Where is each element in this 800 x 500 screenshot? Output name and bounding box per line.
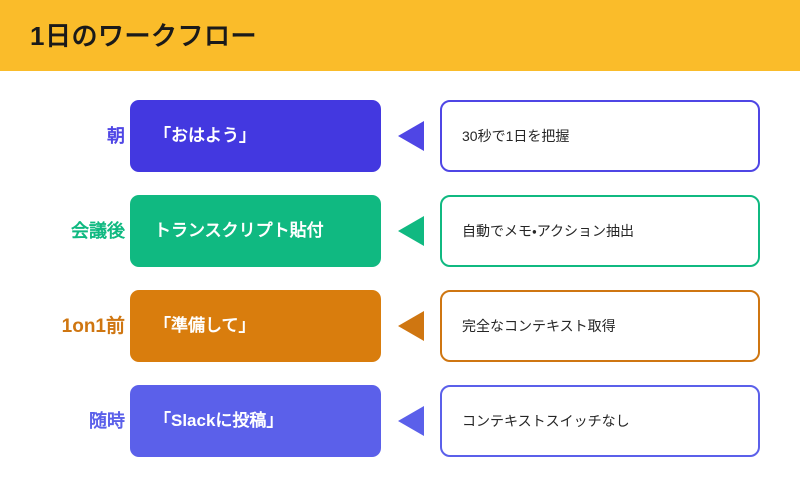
workflow-row: 1on1前 「準備して」 完全なコンテキスト取得 xyxy=(0,290,800,362)
result-card-after-meeting: 自動でメモ・アクション抽出 xyxy=(440,195,760,267)
left-triangle-icon xyxy=(398,121,424,151)
action-pill-before-one-on-one[interactable]: 「準備して」 xyxy=(130,290,381,362)
result-card-anytime: コンテキストスイッチなし xyxy=(440,385,760,457)
action-pill-anytime[interactable]: 「Slackに投稿」 xyxy=(130,385,381,457)
left-triangle-icon xyxy=(398,406,424,436)
action-pill-label: トランスクリプト貼付 xyxy=(154,220,324,240)
stage-label-anytime: 随時 xyxy=(89,411,125,431)
workflow-row: 会議後 トランスクリプト貼付 自動でメモ・アクション抽出 xyxy=(0,195,800,267)
action-pill-morning[interactable]: 「おはよう」 xyxy=(130,100,381,172)
page-title: 1日のワークフロー xyxy=(30,20,257,51)
result-card-label: 自動でメモ・アクション抽出 xyxy=(462,222,635,239)
stage-label-before-one-on-one: 1on1前 xyxy=(61,315,125,337)
result-card-label: 30秒で1日を把握 xyxy=(462,127,570,144)
left-triangle-icon xyxy=(398,311,424,341)
action-pill-label: 「おはよう」 xyxy=(154,125,256,145)
result-card-label: 完全なコンテキスト取得 xyxy=(462,317,616,334)
action-pill-label: 「準備して」 xyxy=(154,315,256,335)
result-card-label: コンテキストスイッチなし xyxy=(462,412,630,429)
header-banner: 1日のワークフロー xyxy=(0,0,800,71)
workflow-row: 随時 「Slackに投稿」 コンテキストスイッチなし xyxy=(0,385,800,457)
result-card-morning: 30秒で1日を把握 xyxy=(440,100,760,172)
left-triangle-icon xyxy=(398,216,424,246)
action-pill-label: 「Slackに投稿」 xyxy=(154,410,284,430)
stage-label-morning: 朝 xyxy=(107,126,125,146)
stage-label-after-meeting: 会議後 xyxy=(71,221,125,241)
action-pill-after-meeting[interactable]: トランスクリプト貼付 xyxy=(130,195,381,267)
workflow-row: 朝 「おはよう」 30秒で1日を把握 xyxy=(0,100,800,172)
result-card-before-one-on-one: 完全なコンテキスト取得 xyxy=(440,290,760,362)
